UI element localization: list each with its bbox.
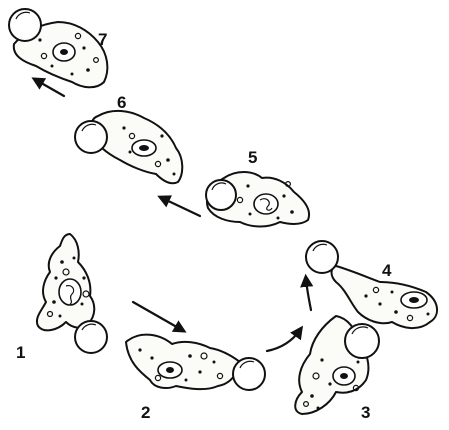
cell-body: [126, 335, 240, 390]
particle: [233, 358, 265, 390]
arrow-2-to-3: [267, 330, 300, 351]
nucleus-core: [409, 297, 419, 303]
nucleus-core: [340, 373, 348, 379]
nucleus-core: [60, 49, 68, 55]
arrow-5-to-6: [162, 198, 200, 216]
stage-label-5: 5: [248, 148, 257, 167]
particle: [345, 324, 379, 358]
cell-stage-7: 7: [9, 9, 107, 87]
stage-label-2: 2: [141, 403, 150, 422]
nucleus-core: [166, 367, 174, 373]
nucleus: [59, 279, 81, 305]
arrow-6-to-7: [36, 80, 64, 96]
particle: [75, 321, 107, 353]
cell-stage-3: 3: [295, 316, 379, 422]
cell-stage-5: 5: [206, 148, 309, 227]
cell-stage-1: 1: [16, 234, 107, 362]
nucleus-core: [139, 145, 149, 151]
stage-label-3: 3: [361, 403, 370, 422]
cell-stage-6: 6: [75, 93, 182, 183]
particle: [9, 9, 41, 41]
arrow-3-to-4: [306, 279, 311, 310]
particle: [206, 180, 236, 210]
arrow-1-to-2: [133, 302, 182, 330]
stage-label-4: 4: [382, 261, 392, 280]
particle: [306, 241, 338, 273]
stage-label-6: 6: [117, 93, 126, 112]
particle: [75, 121, 107, 153]
cell-stage-4: 4: [306, 241, 437, 328]
nucleus: [254, 194, 278, 214]
stage-label-7: 7: [98, 30, 107, 49]
cell-stage-2: 2: [126, 335, 265, 422]
stage-label-1: 1: [16, 343, 25, 362]
